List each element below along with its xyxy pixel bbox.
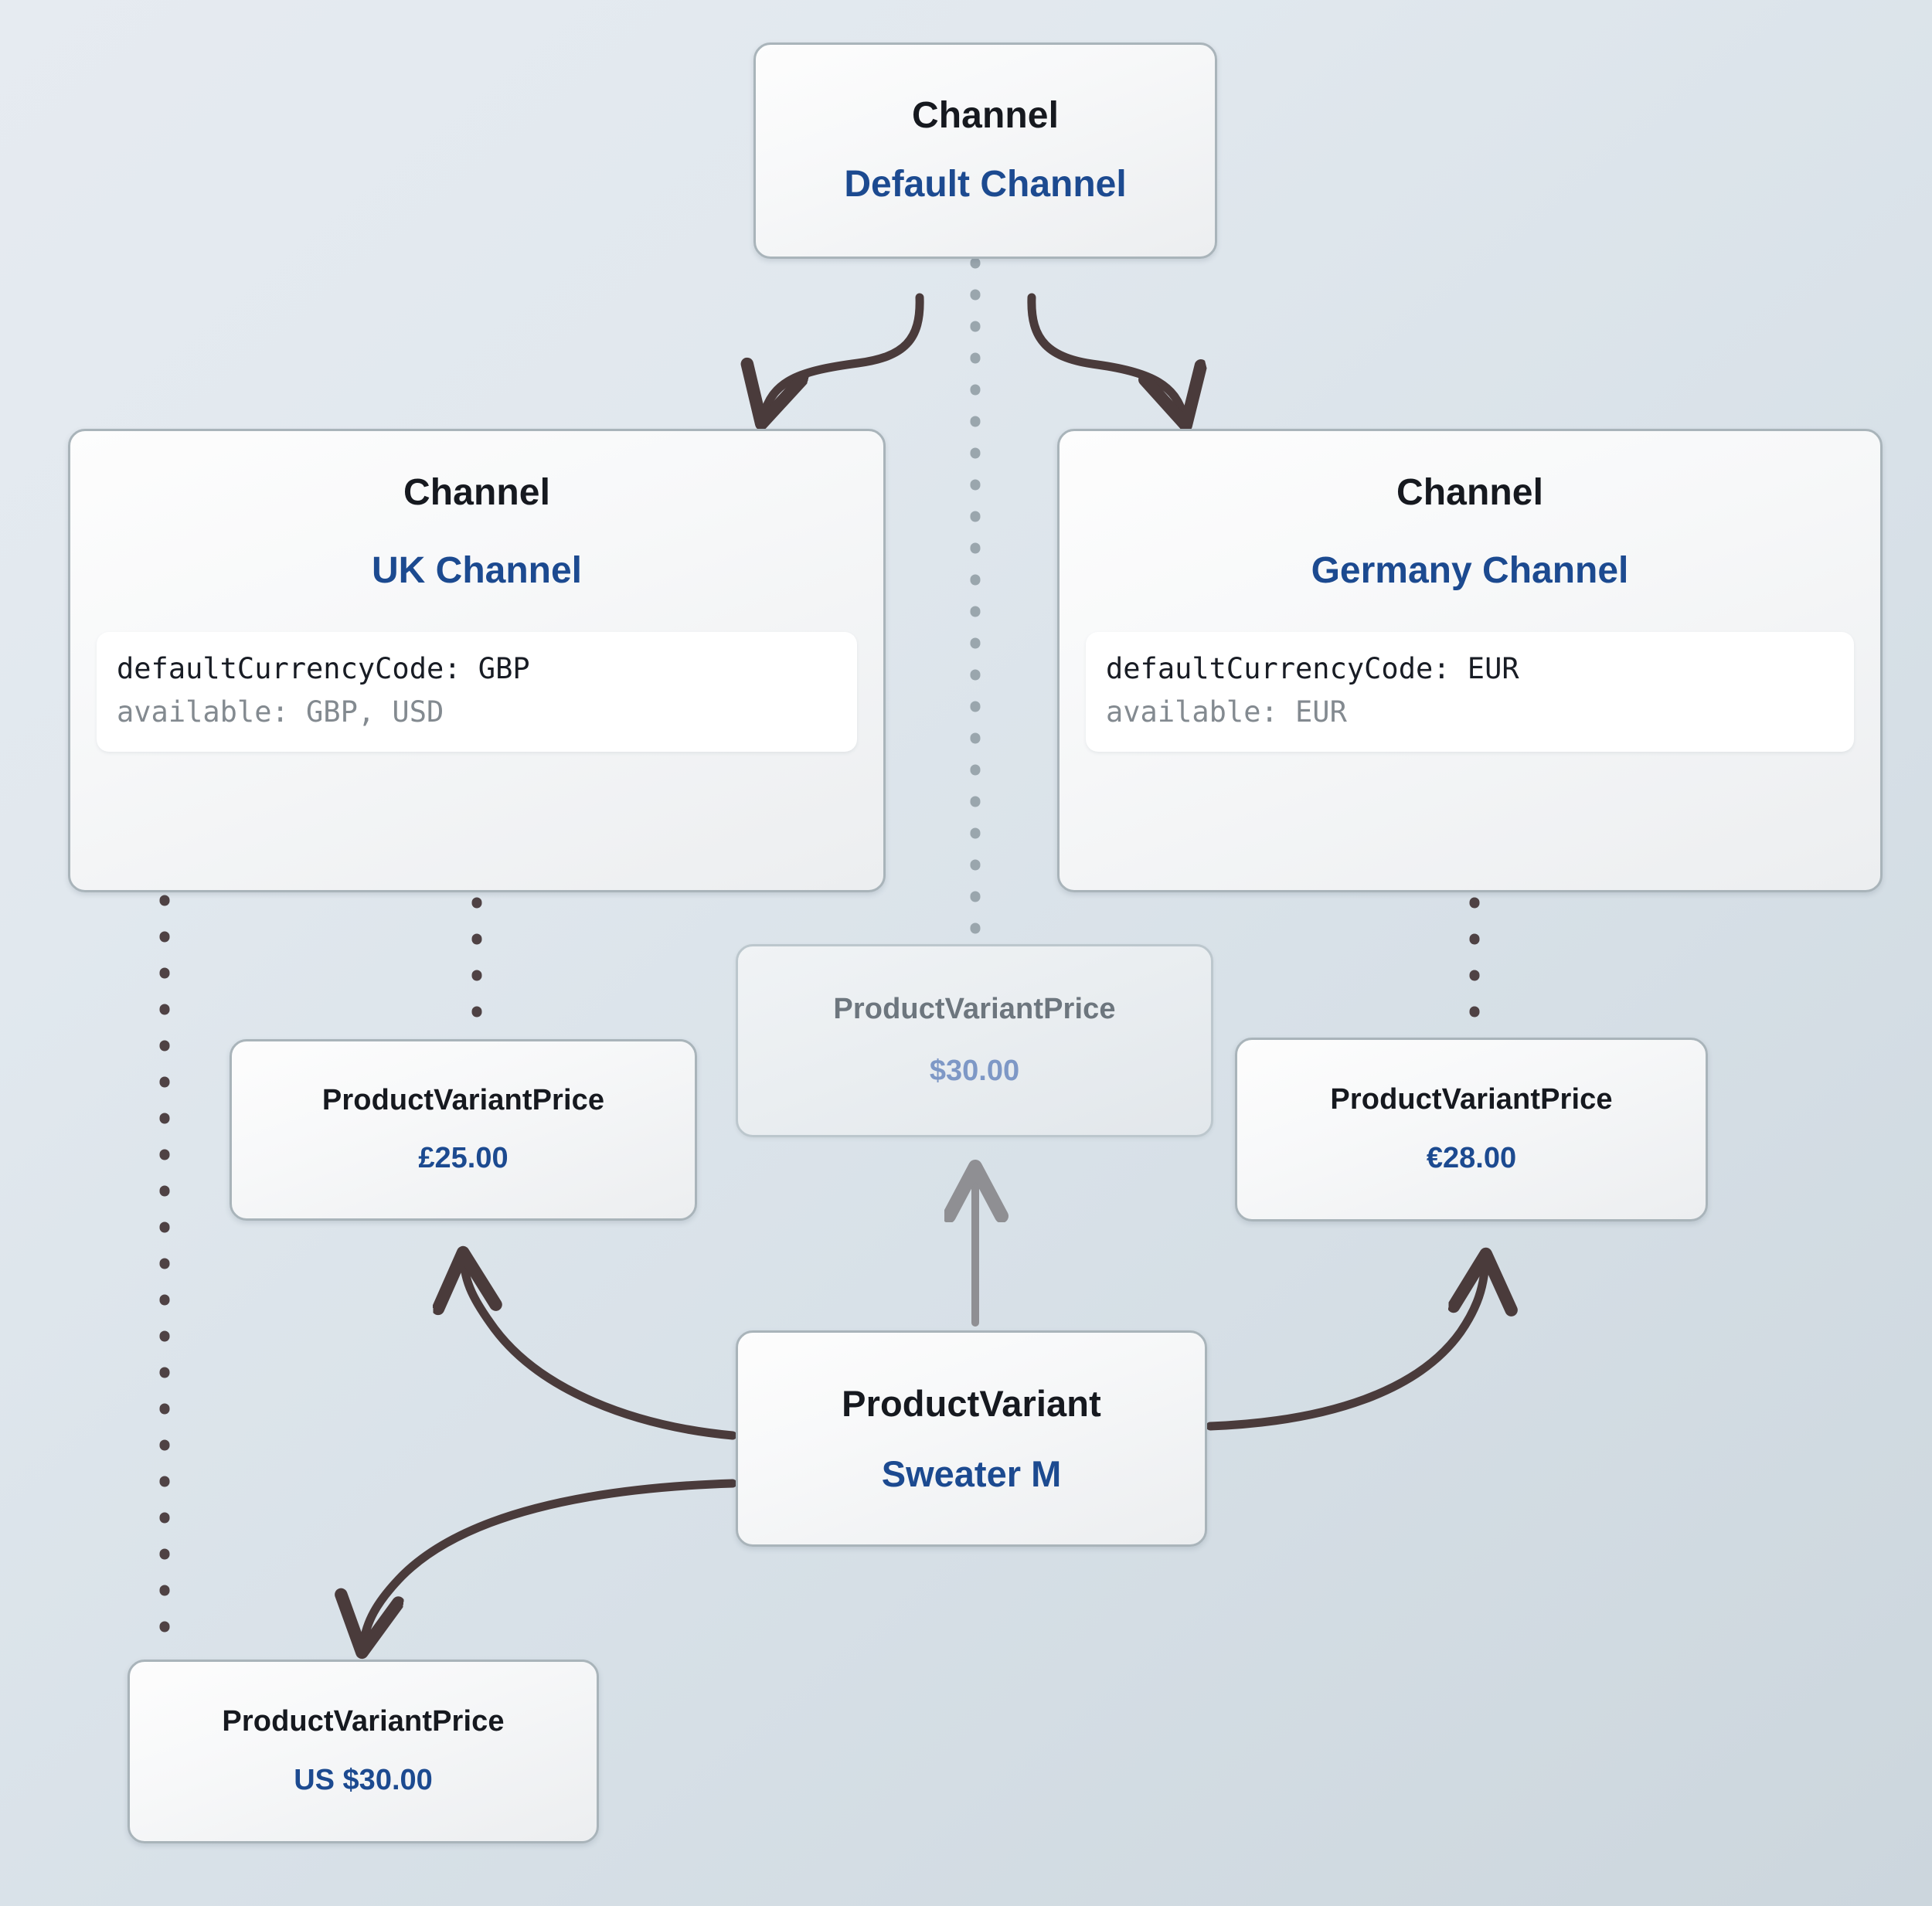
node-price-usd[interactable]: ProductVariantPrice US $30.00 [128, 1660, 599, 1843]
node-type-label: Channel [911, 95, 1060, 137]
available-currencies-line: available: EUR [1106, 695, 1347, 729]
channel-currency-codeblock: defaultCurrencyCode: GBP available: GBP,… [97, 631, 857, 753]
node-name-label: $30.00 [929, 1055, 1020, 1088]
node-type-label: Channel [403, 472, 551, 513]
edge-default-to-uk [764, 293, 924, 416]
node-type-label: ProductVariantPrice [833, 992, 1116, 1025]
node-price-usd-default[interactable]: ProductVariantPrice $30.00 [736, 944, 1213, 1137]
default-currency-code-line: defaultCurrencyCode: GBP [117, 651, 530, 685]
node-type-label: ProductVariantPrice [222, 1704, 505, 1738]
node-default-channel[interactable]: Channel Default Channel [753, 42, 1217, 259]
node-germany-channel[interactable]: Channel Germany Channel defaultCurrencyC… [1057, 429, 1883, 892]
edge-variant-to-eur-price [1206, 1262, 1485, 1431]
node-type-label: Channel [1396, 472, 1544, 513]
node-name-label: €28.00 [1426, 1142, 1517, 1175]
node-product-variant[interactable]: ProductVariant Sweater M [736, 1330, 1207, 1547]
node-name-label: Default Channel [844, 164, 1127, 206]
node-price-gbp[interactable]: ProductVariantPrice £25.00 [230, 1039, 697, 1221]
node-price-eur[interactable]: ProductVariantPrice €28.00 [1235, 1038, 1708, 1221]
node-name-label: Sweater M [881, 1452, 1062, 1494]
node-type-label: ProductVariantPrice [1330, 1082, 1613, 1116]
node-uk-channel[interactable]: Channel UK Channel defaultCurrencyCode: … [68, 429, 886, 892]
node-name-label: UK Channel [371, 549, 582, 591]
edge-variant-to-gbp-price [464, 1261, 737, 1440]
edge-default-to-germany [1027, 293, 1184, 417]
default-currency-code-line: defaultCurrencyCode: EUR [1106, 651, 1519, 685]
channel-currency-codeblock: defaultCurrencyCode: EUR available: EUR [1086, 631, 1854, 753]
node-name-label: £25.00 [418, 1142, 509, 1175]
node-name-label: US $30.00 [294, 1764, 433, 1797]
node-type-label: ProductVariant [842, 1382, 1101, 1424]
available-currencies-line: available: GBP, USD [117, 695, 444, 729]
node-name-label: Germany Channel [1311, 549, 1629, 591]
edge-variant-to-usd-price [363, 1479, 737, 1644]
node-type-label: ProductVariantPrice [321, 1083, 605, 1116]
